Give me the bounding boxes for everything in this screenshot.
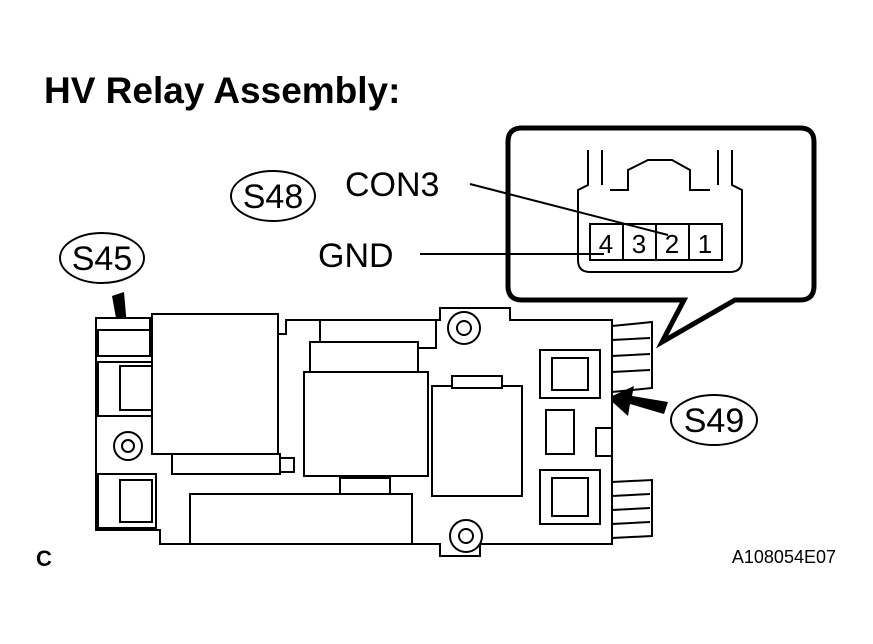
s48-label: S48 (243, 178, 304, 216)
pin-1-label: 1 (698, 229, 712, 259)
pin-3-label: 3 (632, 229, 646, 259)
pin-4-label: 4 (599, 229, 613, 259)
con3-leader-line (469, 183, 669, 236)
gnd-label: GND (318, 237, 394, 275)
pin-2-label: 2 (665, 229, 679, 259)
page-title: HV Relay Assembly: (44, 70, 400, 111)
s49-connector-tag: S49 (670, 394, 758, 446)
relay-assembly (95, 307, 653, 557)
s49-label: S49 (684, 402, 745, 440)
s45-connector-tag: S45 (59, 232, 145, 284)
s49-arrow (608, 386, 668, 416)
s45-label: S45 (72, 240, 133, 278)
connector-callout: 4 3 2 1 (505, 125, 817, 349)
con3-label: CON3 (345, 166, 439, 204)
s48-connector-tag: S48 (230, 170, 316, 222)
figure-id: A108054E07 (732, 547, 836, 567)
corner-code: C (36, 546, 52, 571)
